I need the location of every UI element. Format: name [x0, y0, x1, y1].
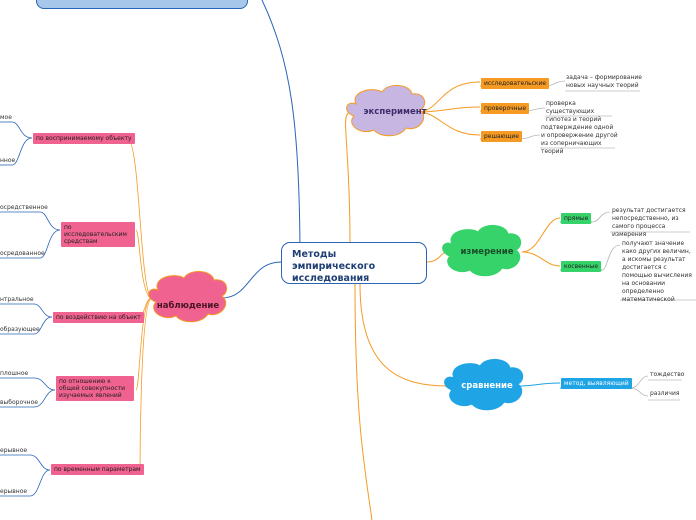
top-node-bar[interactable]: [36, 0, 248, 9]
obs-leaf-0-1: нное: [0, 157, 16, 164]
experiment-cloud: [346, 85, 426, 137]
meas-item-indirect[interactable]: косвенные: [561, 261, 602, 272]
central-title-line2: исследования: [292, 273, 370, 284]
comparison-cloud: [444, 359, 524, 411]
obs-group-tools[interactable]: по исследовательским средствам: [61, 222, 135, 247]
exp-desc-research: задача – формирование новых научных теор…: [566, 74, 642, 89]
obs-leaf-2-0: нтральное: [0, 296, 34, 303]
exp-branch-3: [417, 111, 481, 136]
connector-top: [261, 0, 301, 263]
obs-leaf-4-1: ерывное: [0, 488, 28, 495]
obs-group-object[interactable]: по воспринимаемому объекту: [33, 133, 135, 144]
exp-branch-1: [417, 81, 481, 113]
obs-leaf-4-0: ерывное: [0, 447, 28, 454]
comp-branch: [517, 382, 561, 387]
exp-desc-verify: проверка существующих гипотез и теорий: [546, 100, 602, 123]
observation-cloud: [148, 271, 228, 323]
obs-leaf-1-1: осредованное: [0, 250, 45, 257]
central-title-line1: Методы эмпирического: [292, 249, 376, 272]
meas-desc-direct: результат достигается непосредственно, и…: [612, 207, 686, 238]
obs-leaf-1-0: осредственное: [0, 204, 48, 211]
obs-leaf-2-1: образующее: [0, 326, 40, 333]
comp-item-identity: тождество: [650, 371, 685, 378]
comp-item-difference: различия: [650, 390, 680, 397]
comp-method[interactable]: метод, выявляющий: [561, 378, 632, 389]
meas-branch-2: [521, 251, 561, 267]
obs-leaf-0-0: мое: [0, 114, 12, 121]
exp-desc-decisive: подтверждение одной и опровержение друго…: [541, 124, 618, 155]
obs-group-impact[interactable]: по воздействию на объект: [53, 312, 144, 323]
connector-experiment: [345, 111, 351, 243]
measurement-label[interactable]: измерение: [460, 247, 514, 257]
obs-group-totality[interactable]: по отношению к общей совокупности изучае…: [56, 376, 134, 401]
obs-group-time[interactable]: по временным параметрам: [51, 464, 144, 475]
exp-branch-2: [417, 106, 481, 113]
observation-label[interactable]: наблюдение: [156, 301, 220, 311]
comparison-label[interactable]: сравнение: [461, 381, 513, 391]
exp-item-decisive[interactable]: решающие: [481, 131, 522, 142]
central-topic[interactable]: Методы эмпирического исследования: [281, 242, 427, 284]
connector-comparison: [359, 283, 449, 387]
experiment-label[interactable]: эксперимент: [363, 107, 427, 117]
connector-down: [354, 283, 373, 520]
exp-item-verify[interactable]: проверочные: [481, 103, 530, 114]
exp-item-research[interactable]: исследовательские: [481, 78, 550, 89]
meas-branch-1: [521, 217, 561, 253]
meas-desc-indirect: получают значение како других величин, а…: [622, 240, 692, 303]
obs-leaf-3-1: выборочное: [0, 399, 38, 406]
measurement-cloud: [442, 225, 522, 277]
connector-observation: [221, 261, 282, 299]
meas-item-direct[interactable]: прямые: [561, 213, 592, 224]
obs-leaf-3-0: плошное: [0, 370, 29, 377]
